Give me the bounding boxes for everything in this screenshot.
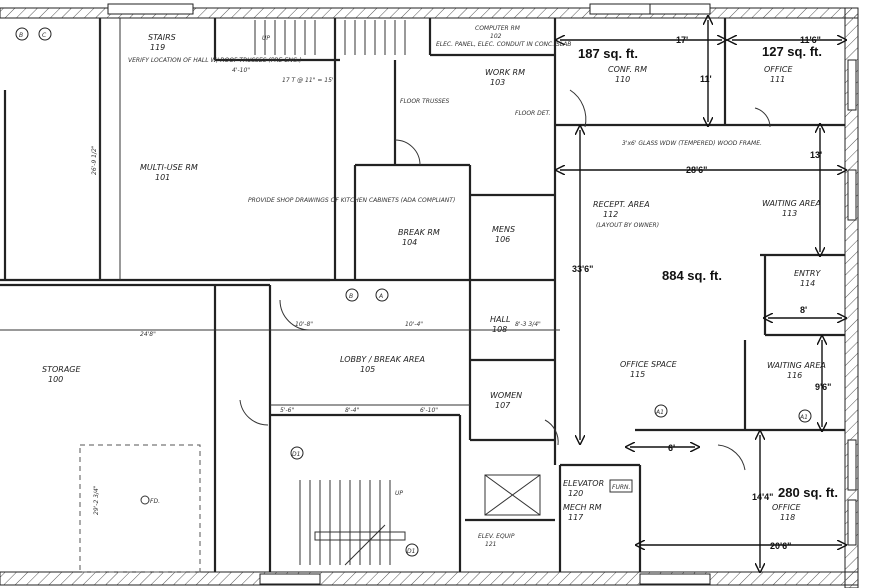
svg-text:FLOOR DET.: FLOOR DET. [515, 110, 551, 117]
svg-text:11': 11' [700, 74, 712, 84]
room-womens-name: WOMEN [490, 391, 522, 400]
room-entry-name: ENTRY [794, 269, 821, 278]
svg-text:119: 119 [150, 43, 165, 52]
room-hall-name: HALL [490, 315, 510, 324]
svg-text:100: 100 [48, 375, 63, 384]
stair-treads [79, 20, 541, 573]
svg-text:B: B [349, 293, 353, 300]
room-stairs-name: STAIRS [148, 33, 176, 42]
room-labels: STORAGE 100 MULTI-USE RM 101 COMPUTER RM… [42, 25, 838, 548]
svg-text:116: 116 [787, 371, 802, 380]
svg-text:8'-3 3/4": 8'-3 3/4" [515, 321, 541, 328]
svg-text:26'-9 1/2": 26'-9 1/2" [91, 145, 98, 175]
room-waiting113-name: WAITING AREA [762, 199, 821, 208]
room-multi-use-name: MULTI-USE RM [140, 163, 198, 172]
svg-text:24'8": 24'8" [140, 331, 156, 338]
svg-text:113: 113 [782, 209, 797, 218]
svg-text:106: 106 [495, 235, 510, 244]
svg-text:28'6": 28'6" [686, 165, 707, 175]
room-office118-area: 280 sq. ft. [778, 485, 838, 500]
room-recept-name: RECEPT. AREA [593, 200, 650, 209]
grid-tags: B C A B A1 A1 D1 D1 [15, 27, 812, 557]
svg-text:107: 107 [495, 401, 511, 410]
svg-text:103: 103 [490, 78, 505, 87]
dimension-labels: 17' 11' 11'6" 13' 28'6" 33'6" 8' 9'6" 14… [91, 35, 831, 551]
room-office-space-name: OFFICE SPACE [620, 360, 678, 369]
glass-window-note: 3'x6' GLASS WDW (TEMPERED) WOOD FRAME. [622, 140, 762, 147]
svg-text:VERIFY LOCATION OF HALL W/ ROO: VERIFY LOCATION OF HALL W/ ROOF TRUSSES … [128, 57, 302, 64]
room-conf-name: CONF. RM [608, 65, 647, 74]
svg-text:(LAYOUT BY OWNER): (LAYOUT BY OWNER) [596, 222, 659, 229]
svg-text:A1: A1 [799, 414, 808, 421]
svg-text:C: C [42, 32, 47, 39]
svg-text:121: 121 [485, 541, 496, 548]
svg-text:11'6": 11'6" [800, 35, 821, 45]
svg-text:13': 13' [810, 150, 822, 160]
svg-text:118: 118 [780, 513, 795, 522]
svg-text:4'-10": 4'-10" [232, 67, 250, 74]
svg-text:33'6": 33'6" [572, 264, 593, 274]
svg-text:D1: D1 [407, 548, 415, 555]
svg-text:108: 108 [492, 325, 507, 334]
room-office-space-area: 884 sq. ft. [662, 268, 722, 283]
svg-text:ELEV. EQUIP: ELEV. EQUIP [478, 533, 515, 540]
svg-text:D1: D1 [292, 451, 300, 458]
svg-text:5'-6": 5'-6" [280, 407, 294, 414]
svg-text:FD.: FD. [150, 498, 160, 505]
svg-text:14'4": 14'4" [752, 492, 773, 502]
svg-text:102: 102 [490, 33, 502, 40]
svg-text:10'-4": 10'-4" [405, 321, 423, 328]
interior-walls [0, 18, 845, 572]
svg-text:104: 104 [402, 238, 417, 247]
svg-text:105: 105 [360, 365, 375, 374]
svg-text:FURN.: FURN. [612, 484, 631, 491]
svg-text:20'6": 20'6" [770, 541, 791, 551]
svg-text:111: 111 [770, 75, 785, 84]
kitchen-note: PROVIDE SHOP DRAWINGS OF KITCHEN CABINET… [248, 197, 455, 204]
svg-text:110: 110 [615, 75, 630, 84]
room-break-name: BREAK RM [398, 228, 440, 237]
room-lobby-name: LOBBY / BREAK AREA [340, 355, 425, 364]
room-office111-name: OFFICE [764, 65, 793, 74]
dimension-lines [0, 18, 842, 568]
room-work-name: WORK RM [485, 68, 525, 77]
room-office118-name: OFFICE [772, 503, 801, 512]
svg-text:120: 120 [568, 489, 583, 498]
svg-text:A1: A1 [655, 409, 664, 416]
svg-text:114: 114 [800, 279, 815, 288]
room-waiting116-name: WAITING AREA [767, 361, 826, 370]
svg-text:6': 6' [668, 443, 675, 453]
room-mech-name: MECH RM [563, 503, 602, 512]
room-office111-area: 127 sq. ft. [762, 44, 822, 59]
svg-text:ELEC. PANEL, ELEC. CONDUIT IN: ELEC. PANEL, ELEC. CONDUIT IN CONC. SLAB [436, 41, 571, 48]
svg-text:6'-10": 6'-10" [420, 407, 438, 414]
room-conf-area: 187 sq. ft. [578, 46, 638, 61]
svg-text:29'-2 3/4": 29'-2 3/4" [93, 485, 100, 515]
svg-text:9'6": 9'6" [815, 382, 831, 392]
exterior-walls [0, 3, 859, 588]
svg-text:B: B [19, 32, 23, 39]
svg-text:112: 112 [603, 210, 618, 219]
svg-text:8'-4": 8'-4" [345, 407, 359, 414]
svg-text:117: 117 [568, 513, 584, 522]
svg-text:8': 8' [800, 305, 807, 315]
svg-text:UP: UP [262, 35, 270, 42]
svg-text:101: 101 [155, 173, 170, 182]
svg-text:UP: UP [395, 490, 403, 497]
svg-text:FLOOR TRUSSES: FLOOR TRUSSES [400, 98, 450, 105]
svg-text:17': 17' [676, 35, 688, 45]
svg-text:A: A [378, 293, 383, 300]
room-mens-name: MENS [492, 225, 515, 234]
room-computer-name: COMPUTER RM [475, 25, 521, 32]
svg-text:17 T @ 11" = 15': 17 T @ 11" = 15' [282, 77, 334, 84]
room-elevator-name: ELEVATOR [563, 479, 604, 488]
svg-text:115: 115 [630, 370, 645, 379]
room-storage-name: STORAGE [42, 365, 81, 374]
svg-text:10'-8": 10'-8" [295, 321, 313, 328]
